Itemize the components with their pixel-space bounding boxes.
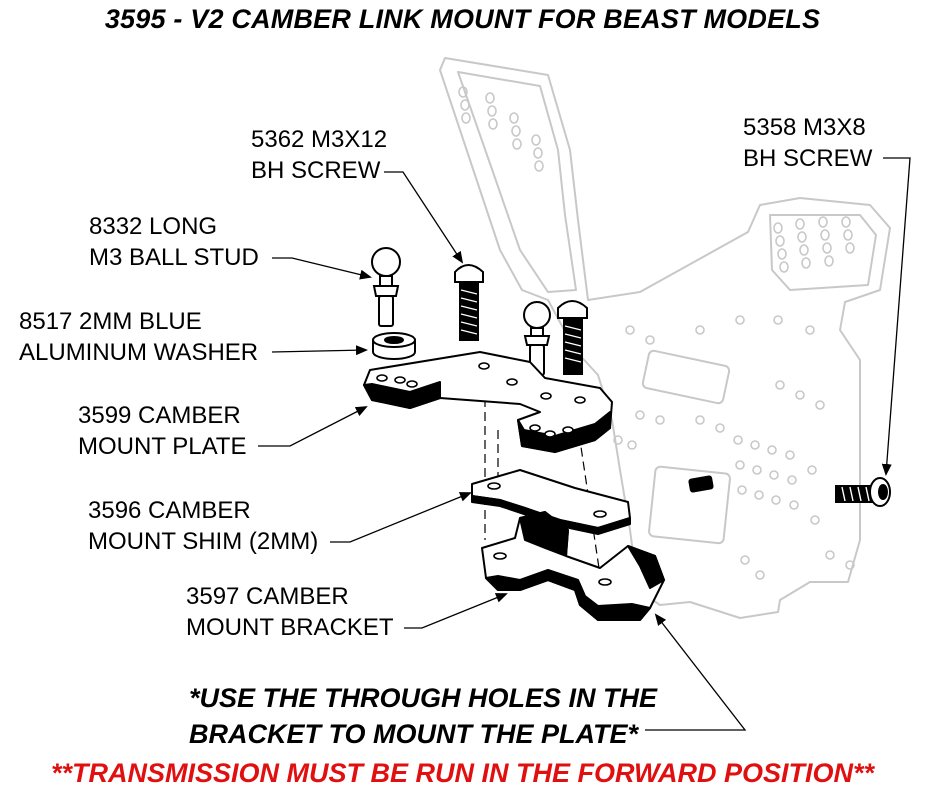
screw-m3x12-right — [557, 300, 588, 375]
label-line: MOUNT BRACKET — [186, 614, 394, 641]
label-line: MOUNT SHIM (2MM) — [88, 528, 319, 555]
label-screw-m3x8: 5358 M3X8 BH SCREW — [743, 112, 872, 174]
label-mount-plate: 3599 CAMBER MOUNT PLATE — [78, 400, 246, 462]
camber-mount-bracket — [481, 511, 665, 621]
label-line: ALUMINUM WASHER — [19, 339, 259, 366]
label-line: 3596 CAMBER — [88, 497, 251, 524]
label-line: 8332 LONG — [89, 213, 218, 240]
note-line: BRACKET TO MOUNT THE PLATE* — [189, 719, 638, 749]
label-line: 5358 M3X8 — [743, 114, 866, 141]
warning-text: **TRANSMISSION MUST BE RUN IN THE FORWAR… — [50, 758, 875, 788]
label-line: 3597 CAMBER — [186, 583, 349, 610]
label-screw-m3x12: 5362 M3X12 BH SCREW — [251, 124, 387, 186]
label-ball-stud: 8332 LONG M3 BALL STUD — [89, 211, 259, 273]
label-line: 3599 CAMBER — [78, 402, 241, 429]
note-line: *USE THE THROUGH HOLES IN THE — [189, 683, 658, 713]
label-line: MOUNT PLATE — [78, 433, 247, 460]
camber-mount-plate — [363, 351, 613, 453]
assembly-note: *USE THE THROUGH HOLES IN THE BRACKET TO… — [189, 680, 657, 752]
leader-lines — [258, 157, 911, 731]
label-line: BH SCREW — [743, 145, 873, 172]
label-line: M3 BALL STUD — [89, 244, 259, 271]
label-line: BH SCREW — [251, 157, 381, 184]
screw-m3x8 — [835, 477, 891, 507]
label-line: 8517 2MM BLUE — [19, 308, 202, 335]
label-mount-shim: 3596 CAMBER MOUNT SHIM (2MM) — [88, 495, 318, 557]
label-line: 5362 M3X12 — [251, 126, 388, 153]
page-title: 3595 - V2 CAMBER LINK MOUNT FOR BEAST MO… — [104, 4, 821, 34]
label-mount-bracket: 3597 CAMBER MOUNT BRACKET — [186, 581, 394, 643]
screw-m3x12-left — [454, 264, 484, 341]
ball-stud-left — [371, 247, 401, 327]
chassis-plate-ghost — [439, 57, 891, 619]
label-washer: 8517 2MM BLUE ALUMINUM WASHER — [19, 306, 258, 368]
set-screw — [688, 475, 714, 493]
aluminum-washer — [372, 332, 416, 360]
camber-mount-shim — [471, 469, 631, 535]
